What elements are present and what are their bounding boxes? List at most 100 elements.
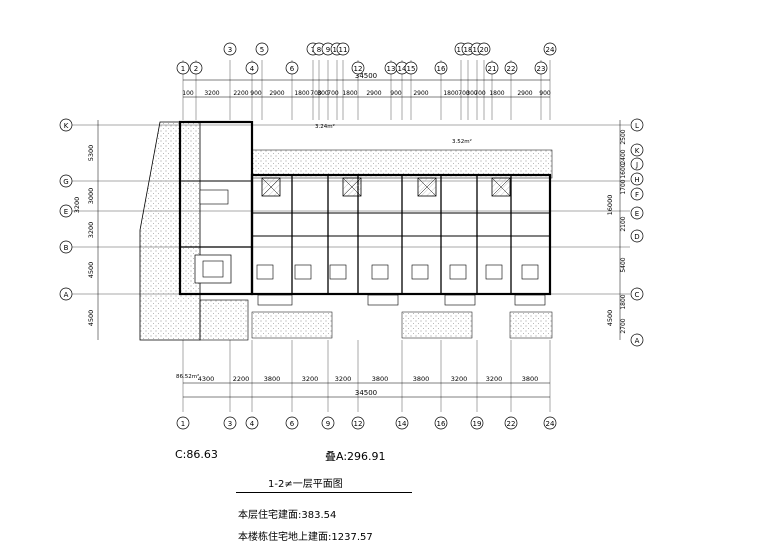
area-label-a: 叠A:296.91 <box>325 450 386 463</box>
axis-number-top: 8 <box>317 46 321 54</box>
dim-bottom: 3200 <box>486 375 503 383</box>
axis-number-top: 4 <box>250 65 255 73</box>
dim-top: 2900 <box>413 90 428 97</box>
axis-number-top: 9 <box>326 46 330 54</box>
dim-left: 3200 <box>87 222 95 239</box>
axis-bubble-top <box>245 61 259 75</box>
dining-table <box>294 264 312 280</box>
dim-top: 900 <box>539 90 551 97</box>
yard-front-3 <box>509 311 553 339</box>
dining-table <box>521 264 539 280</box>
axis-number-top: 21 <box>488 65 497 73</box>
axis-bubble-bottom <box>223 416 237 430</box>
dim-top: 300 <box>466 90 478 97</box>
axis-bubble-bottom <box>395 416 409 430</box>
axis-number-top: 2 <box>194 65 198 73</box>
axis-bubble-left <box>59 240 73 254</box>
axis-number-top: 24 <box>546 46 555 54</box>
axis-letter-right: A <box>635 337 640 345</box>
axis-bubble-top <box>404 61 418 75</box>
axis-number-top: 5 <box>260 46 264 54</box>
axis-number-top: 20 <box>480 46 489 54</box>
stair-cross <box>491 177 511 197</box>
room-area-label: 3.24m² <box>315 123 335 130</box>
axis-letter-right: H <box>634 176 639 184</box>
axis-bubble-top <box>176 61 190 75</box>
axis-letter-right: E <box>635 210 639 218</box>
axis-bubble-top <box>223 42 237 56</box>
axis-bubble-bottom <box>434 416 448 430</box>
total-area-value: 1237.57 <box>331 532 373 543</box>
dim-left: 3000 <box>87 188 95 205</box>
axis-number-top: 6 <box>290 65 295 73</box>
dim-right-outer: 4500 <box>606 310 614 327</box>
axis-bubble-top <box>336 42 350 56</box>
dining-table <box>411 264 429 280</box>
dim-left: 4500 <box>87 262 95 279</box>
axis-letter-right: L <box>635 122 639 130</box>
axis-bubble-left <box>59 174 73 188</box>
dim-bottom: 3800 <box>372 375 389 383</box>
axis-bubble-left <box>59 287 73 301</box>
dim-right: 2400 <box>620 149 627 164</box>
axis-number-bottom: 3 <box>228 420 232 428</box>
dim-right: 2100 <box>620 216 627 231</box>
axis-letter-left: B <box>64 244 69 252</box>
dining-table <box>256 264 274 280</box>
axis-number-top: 23 <box>537 65 546 73</box>
axis-letter-left: A <box>64 291 69 299</box>
axis-number-top: 16 <box>437 65 446 73</box>
dim-top: 1800 <box>443 90 458 97</box>
dining-table <box>485 264 503 280</box>
axis-number-bottom: 19 <box>473 420 482 428</box>
axis-number-top: 22 <box>507 65 516 73</box>
dim-top: 1800 <box>294 90 309 97</box>
dim-top: 300 <box>317 90 329 97</box>
dim-bottom: 3200 <box>335 375 352 383</box>
floor-area-row: 本层住宅建面:383.54 <box>238 506 336 521</box>
axis-letter-left: G <box>63 178 68 186</box>
axis-bubble-bottom <box>470 416 484 430</box>
axis-number-top: 13 <box>387 65 396 73</box>
axis-number-bottom: 1 <box>181 420 185 428</box>
axis-number-top: 17 <box>457 46 466 54</box>
axis-number-bottom: 24 <box>546 420 555 428</box>
axis-number-bottom: 9 <box>326 420 330 428</box>
dim-bottom: 4300 <box>198 375 215 383</box>
axis-bubble-bottom <box>245 416 259 430</box>
axis-bubble-top <box>255 42 269 56</box>
axis-labels: 1234567891011121314151617181920212223241… <box>59 42 644 430</box>
yard-left <box>139 121 201 341</box>
axis-letter-right: F <box>635 191 639 199</box>
balcony <box>367 294 399 306</box>
dining-set-left <box>199 189 229 205</box>
dim-bottom: 3200 <box>302 375 319 383</box>
axis-bubble-top <box>434 61 448 75</box>
dim-right: 5400 <box>620 257 627 272</box>
axis-bubble-right <box>630 333 644 347</box>
dim-right: 1700 <box>620 179 627 194</box>
dim-top: 2200 <box>233 90 248 97</box>
dim-top: 3200 <box>204 90 219 97</box>
axis-bubble-right <box>630 172 644 186</box>
axis-letter-right: D <box>634 233 639 241</box>
axis-bubble-bottom <box>321 416 335 430</box>
dining-table <box>329 264 347 280</box>
dining-table <box>449 264 467 280</box>
axis-bubble-top <box>351 61 365 75</box>
drawing-title: 1-2≠一层平面图 <box>268 479 343 490</box>
axis-bubble-top <box>285 61 299 75</box>
axis-number-top: 18 <box>464 46 473 54</box>
dim-top: 100 <box>182 90 194 97</box>
units-main-wall <box>250 173 552 296</box>
axis-bubble-top <box>189 61 203 75</box>
dim-left: 5300 <box>87 145 95 162</box>
dim-right: 2700 <box>620 318 627 333</box>
axis-number-top: 15 <box>407 65 416 73</box>
dim-bottom: 3800 <box>413 375 430 383</box>
floor-area-value: 383.54 <box>301 510 337 521</box>
dining-table <box>371 264 389 280</box>
total-area-label: 本楼栋住宅地上建面: <box>238 532 332 543</box>
yard-front-left <box>199 299 249 341</box>
